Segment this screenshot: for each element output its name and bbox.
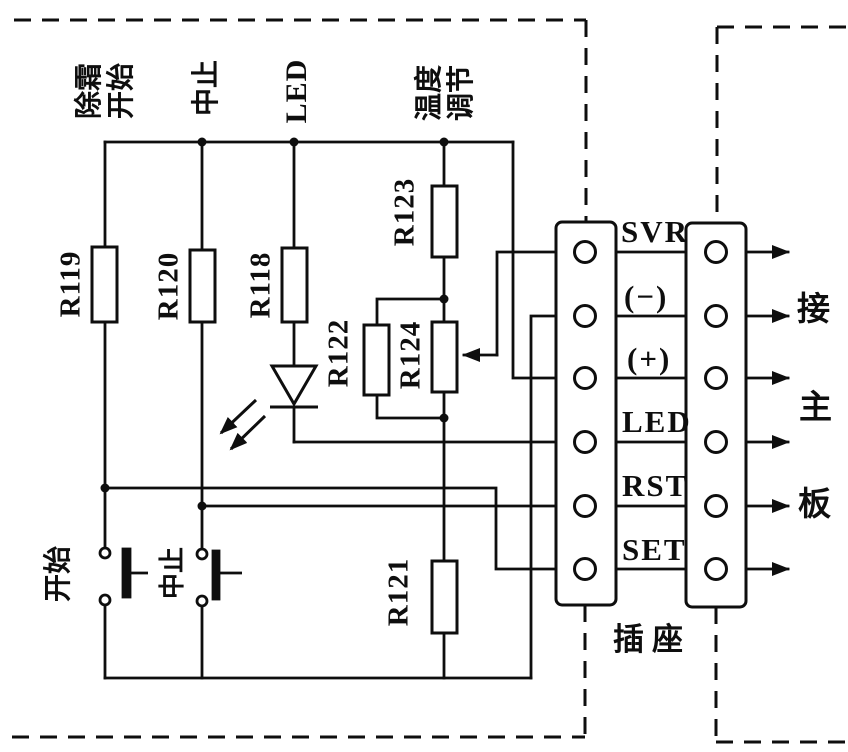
label-r121: R121 xyxy=(382,557,415,627)
resistor-r119-body xyxy=(90,245,119,324)
wires xyxy=(103,140,790,680)
label-temp-adjust: 温度 调节 xyxy=(413,64,477,122)
junction-dots xyxy=(100,137,449,511)
main-board-outline xyxy=(714,25,848,744)
label-socket: 插座 xyxy=(613,622,691,657)
label-led-top: LED xyxy=(279,58,313,124)
resistor-r121-body xyxy=(430,559,459,635)
pin-label-led: LED xyxy=(622,404,692,439)
resistor-bodies xyxy=(90,184,459,635)
resistor-r123-body xyxy=(430,184,459,259)
display-board-outline xyxy=(12,18,588,739)
label-r119: R119 xyxy=(54,250,87,318)
label-to-mainboard-2: 主 xyxy=(799,390,832,426)
socket-block-left xyxy=(554,220,618,607)
label-r123: R123 xyxy=(388,177,421,247)
start-button-switch xyxy=(98,546,148,607)
label-r122: R122 xyxy=(322,318,355,388)
label-r118: R118 xyxy=(244,251,277,319)
label-r124: R124 xyxy=(394,320,427,390)
pin-label-rst: RST xyxy=(622,468,689,503)
led-diode-icon xyxy=(219,364,319,451)
resistor-r118-body xyxy=(280,246,309,324)
pin-label-svr: SVR xyxy=(621,214,690,249)
abort-button-switch xyxy=(195,547,242,608)
label-abort-top: 中止 xyxy=(190,59,222,117)
label-defrost-start: 除霜 开始 xyxy=(73,62,137,120)
pin-label-pos: (+) xyxy=(627,341,672,376)
resistor-r122-body xyxy=(362,323,391,397)
socket-block-right xyxy=(684,221,748,609)
pin-label-neg: (−) xyxy=(624,279,669,314)
label-to-mainboard-3: 板 xyxy=(798,487,831,523)
resistor-r120-body xyxy=(188,248,217,324)
label-to-mainboard-1: 接 xyxy=(797,292,830,328)
label-abort-button: 中止 xyxy=(158,546,188,600)
label-start-button: 开始 xyxy=(42,545,74,603)
pin-label-set: SET xyxy=(622,532,687,567)
label-r120: R120 xyxy=(152,251,185,321)
resistor-r124-body xyxy=(430,320,459,394)
